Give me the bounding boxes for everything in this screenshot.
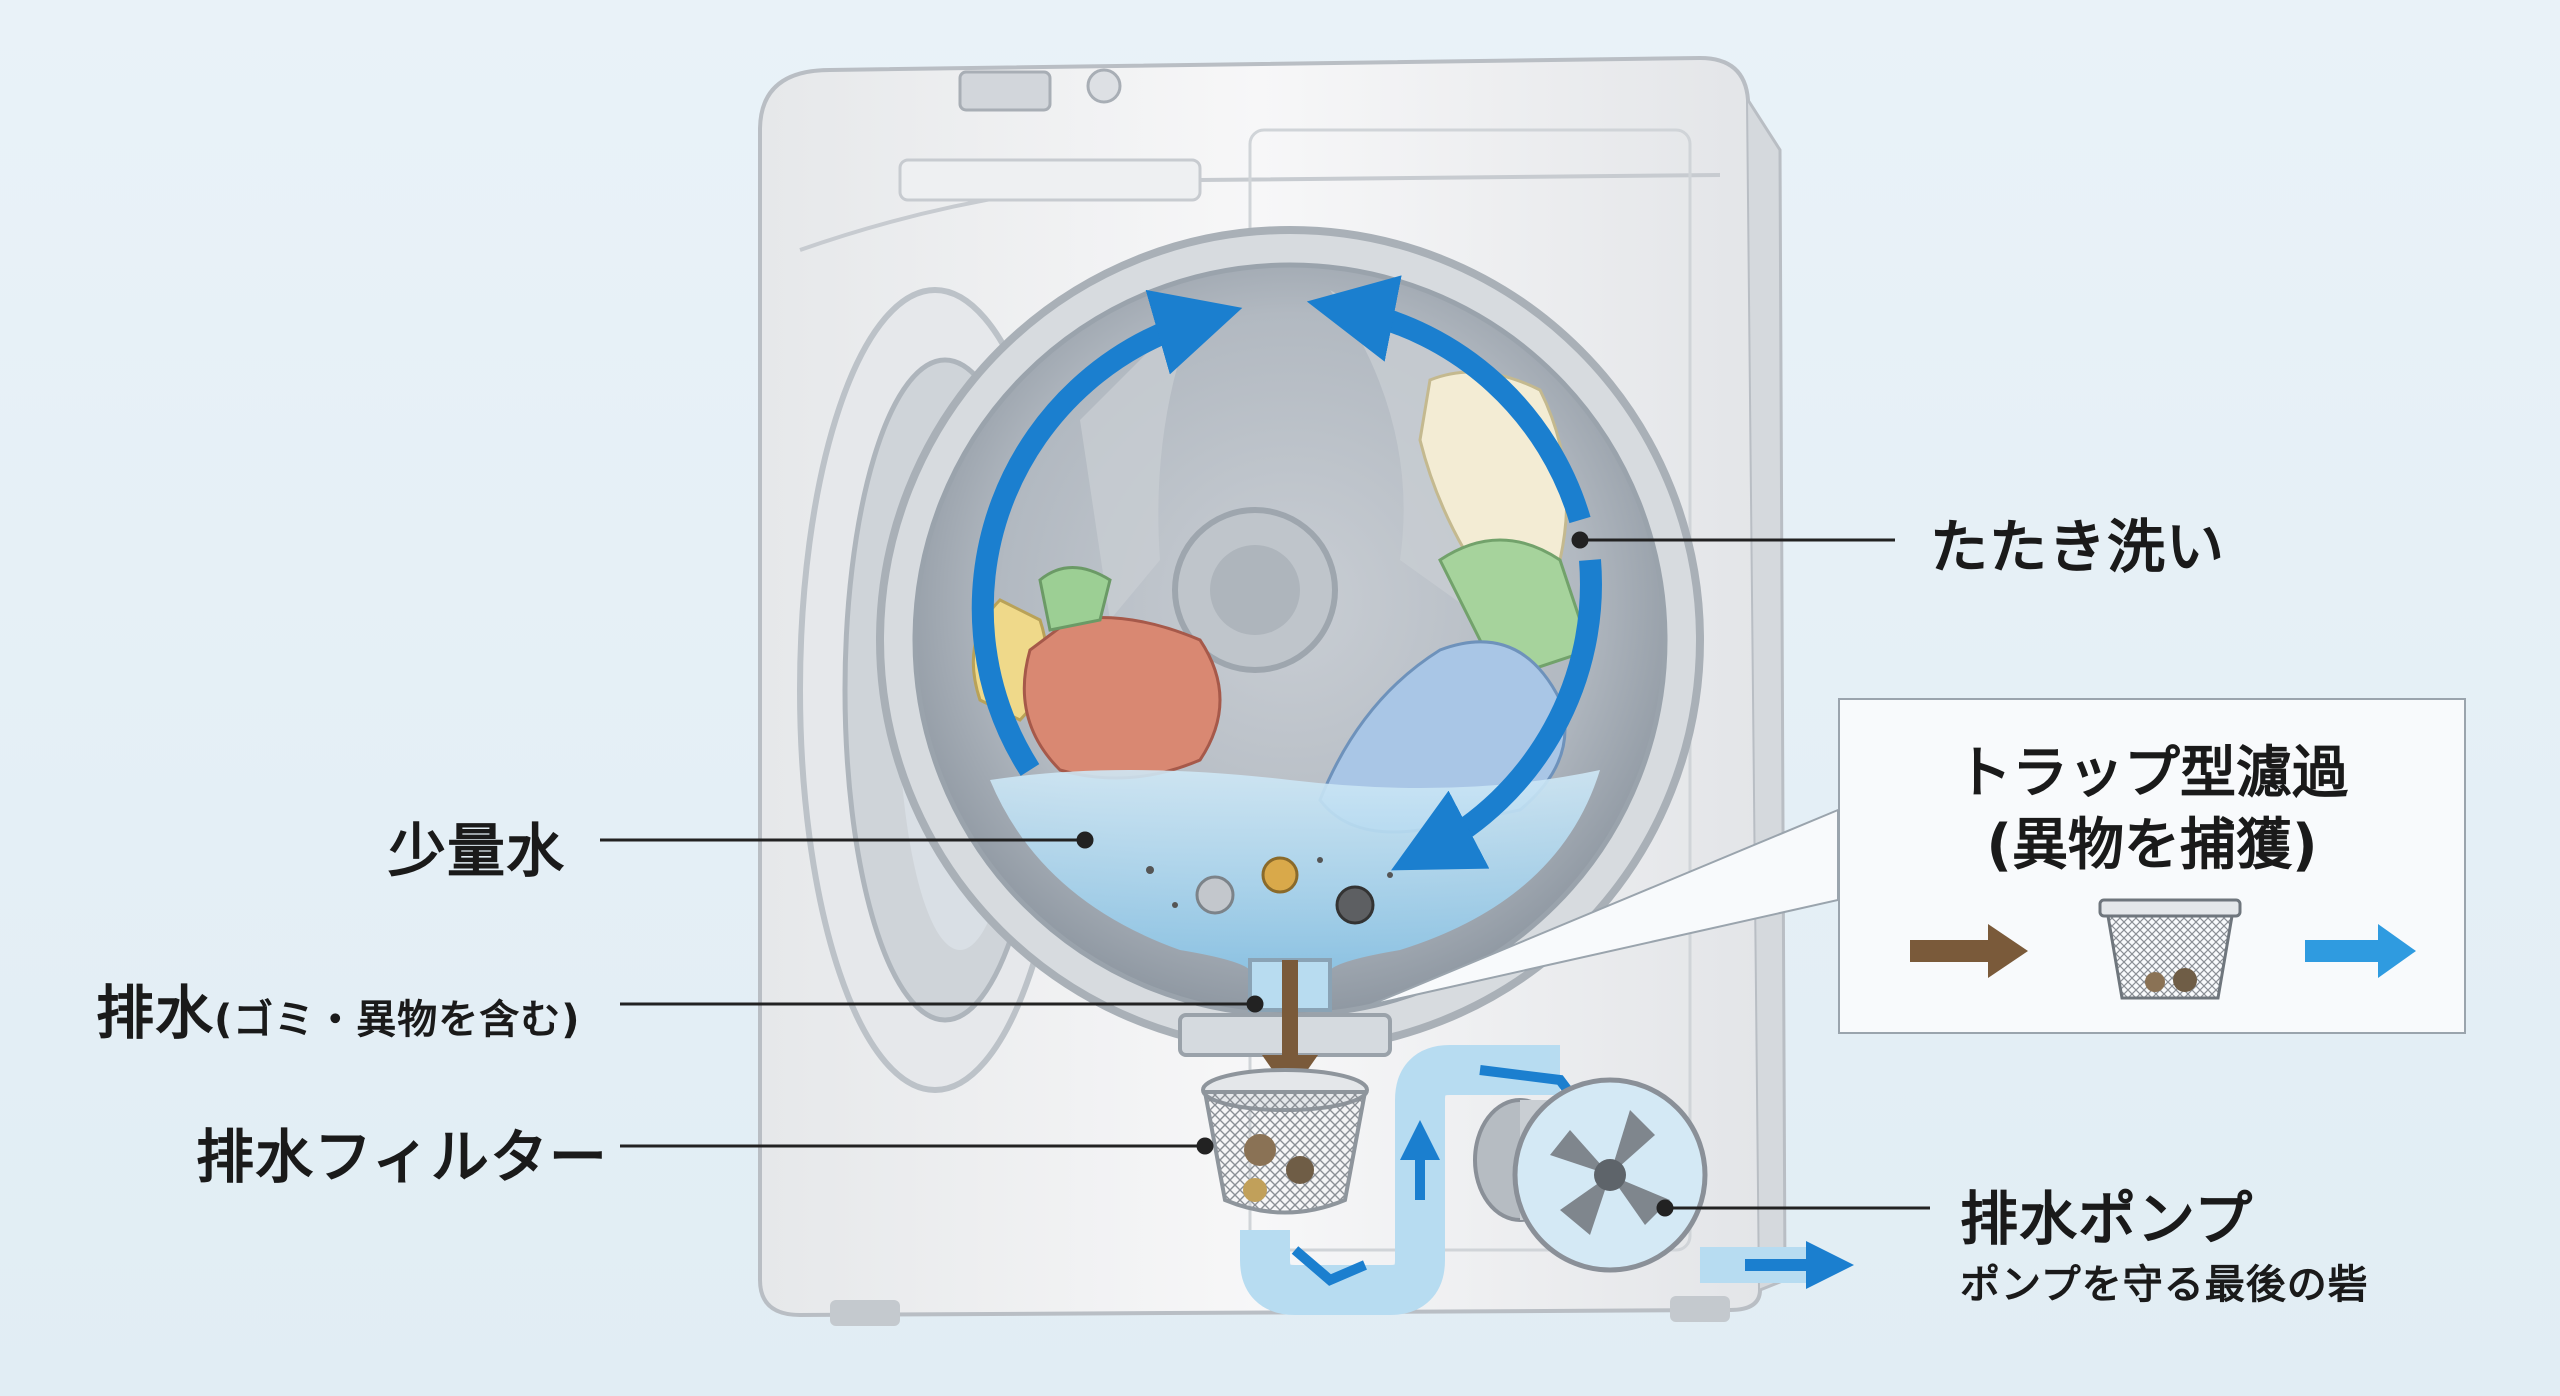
label-haisui-main: 排水 <box>96 979 215 1047</box>
label-haisui: 排水(ゴミ・異物を含む) <box>96 966 581 1050</box>
label-tataki-arai: たたき洗い <box>1930 513 2226 581</box>
leader-lines <box>600 531 1930 1217</box>
callout-subtitle: (異物を捕獲) <box>1986 813 2318 878</box>
label-haisui-pump: 排水ポンプ <box>1960 1185 2254 1253</box>
callout-icons <box>1910 898 2416 1000</box>
label-shouryou-mizu: 少量水 <box>388 817 566 885</box>
label-haisui-filter: 排水フィルター <box>196 1123 608 1191</box>
filter-basket-icon <box>2098 898 2242 1000</box>
blue-arrow-icon <box>2305 924 2416 978</box>
brown-arrow-icon <box>1910 924 2028 978</box>
label-pump-sub: ポンプを守る最後の砦 <box>1960 1262 2369 1308</box>
callout-title: トラップ型濾過 <box>1956 741 2348 806</box>
drain-pump <box>1473 1077 1854 1289</box>
circulation-arrows <box>971 275 1602 871</box>
label-haisui-sub: (ゴミ・異物を含む) <box>214 997 581 1043</box>
filter-basket <box>1201 1068 1369 1215</box>
trap-filter-callout: トラップ型濾過 (異物を捕獲) <box>1838 698 2466 1034</box>
